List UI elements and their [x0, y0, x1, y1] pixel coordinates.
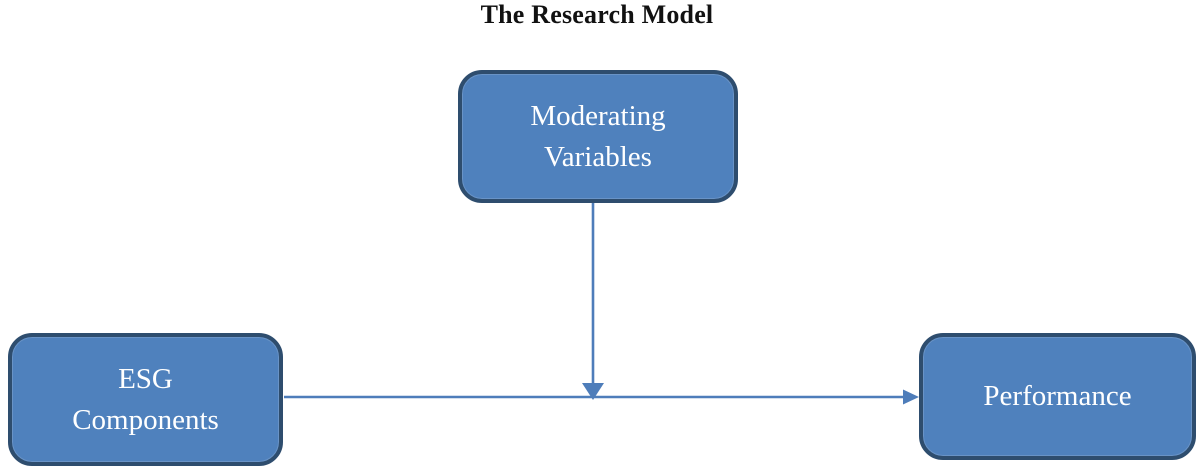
node-performance: Performance	[919, 333, 1196, 460]
node-esg-components: ESG Components	[8, 333, 283, 466]
node-moderating-variables: Moderating Variables	[458, 70, 738, 203]
arrow-esg-to-performance	[284, 389, 919, 405]
arrow-moderating-to-path	[582, 203, 604, 400]
diagram-title: The Research Model	[480, 0, 714, 29]
